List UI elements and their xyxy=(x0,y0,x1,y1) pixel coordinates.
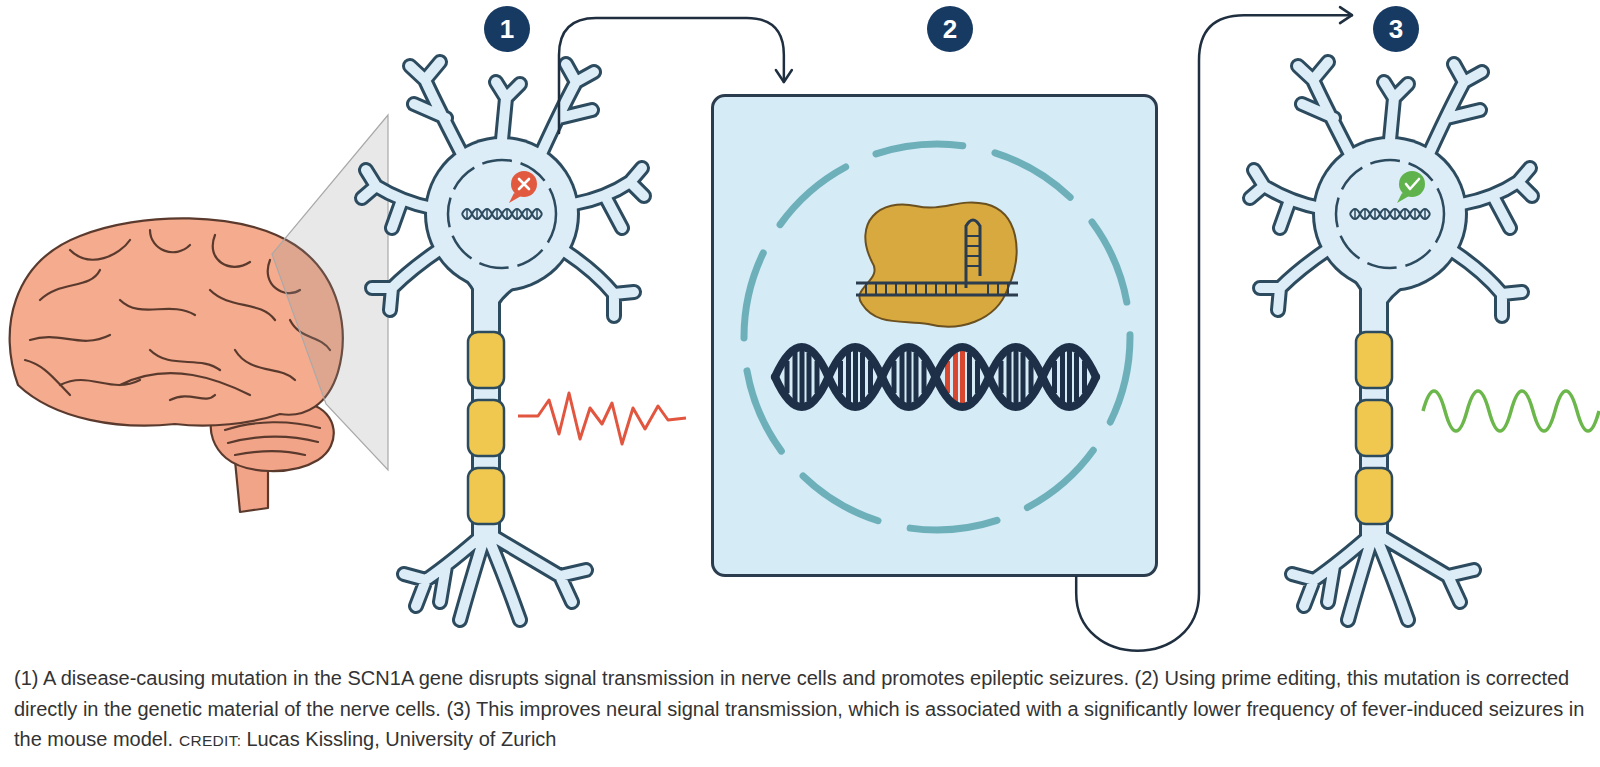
callout-number: 3 xyxy=(1373,6,1419,52)
credit-label: CREDIT: xyxy=(179,732,241,749)
dna-helix xyxy=(775,347,1096,407)
check-badge xyxy=(1397,171,1425,203)
prime-editor xyxy=(856,202,1018,326)
normal-signal xyxy=(1423,391,1599,431)
callout-number: 1 xyxy=(484,6,530,52)
arrow-head xyxy=(1340,7,1352,23)
arrow-head xyxy=(776,70,792,82)
neuron-panel: 3 xyxy=(1360,4,1595,624)
prime-editing-art xyxy=(711,94,1158,577)
credit-name: Lucas Kissling, University of Zurich xyxy=(246,728,556,750)
figure-caption: (1) A disease-causing mutation in the SC… xyxy=(14,663,1596,757)
nucleus-ring xyxy=(744,144,1130,530)
editing-box: 2 xyxy=(711,94,1158,577)
neuron-mutant xyxy=(362,62,644,620)
callout-number: 2 xyxy=(927,6,973,52)
neuron-panel: 1 xyxy=(370,133,640,623)
error-badge xyxy=(509,171,537,203)
neuron-corrected xyxy=(1250,62,1532,620)
seizure-signal xyxy=(518,393,686,444)
